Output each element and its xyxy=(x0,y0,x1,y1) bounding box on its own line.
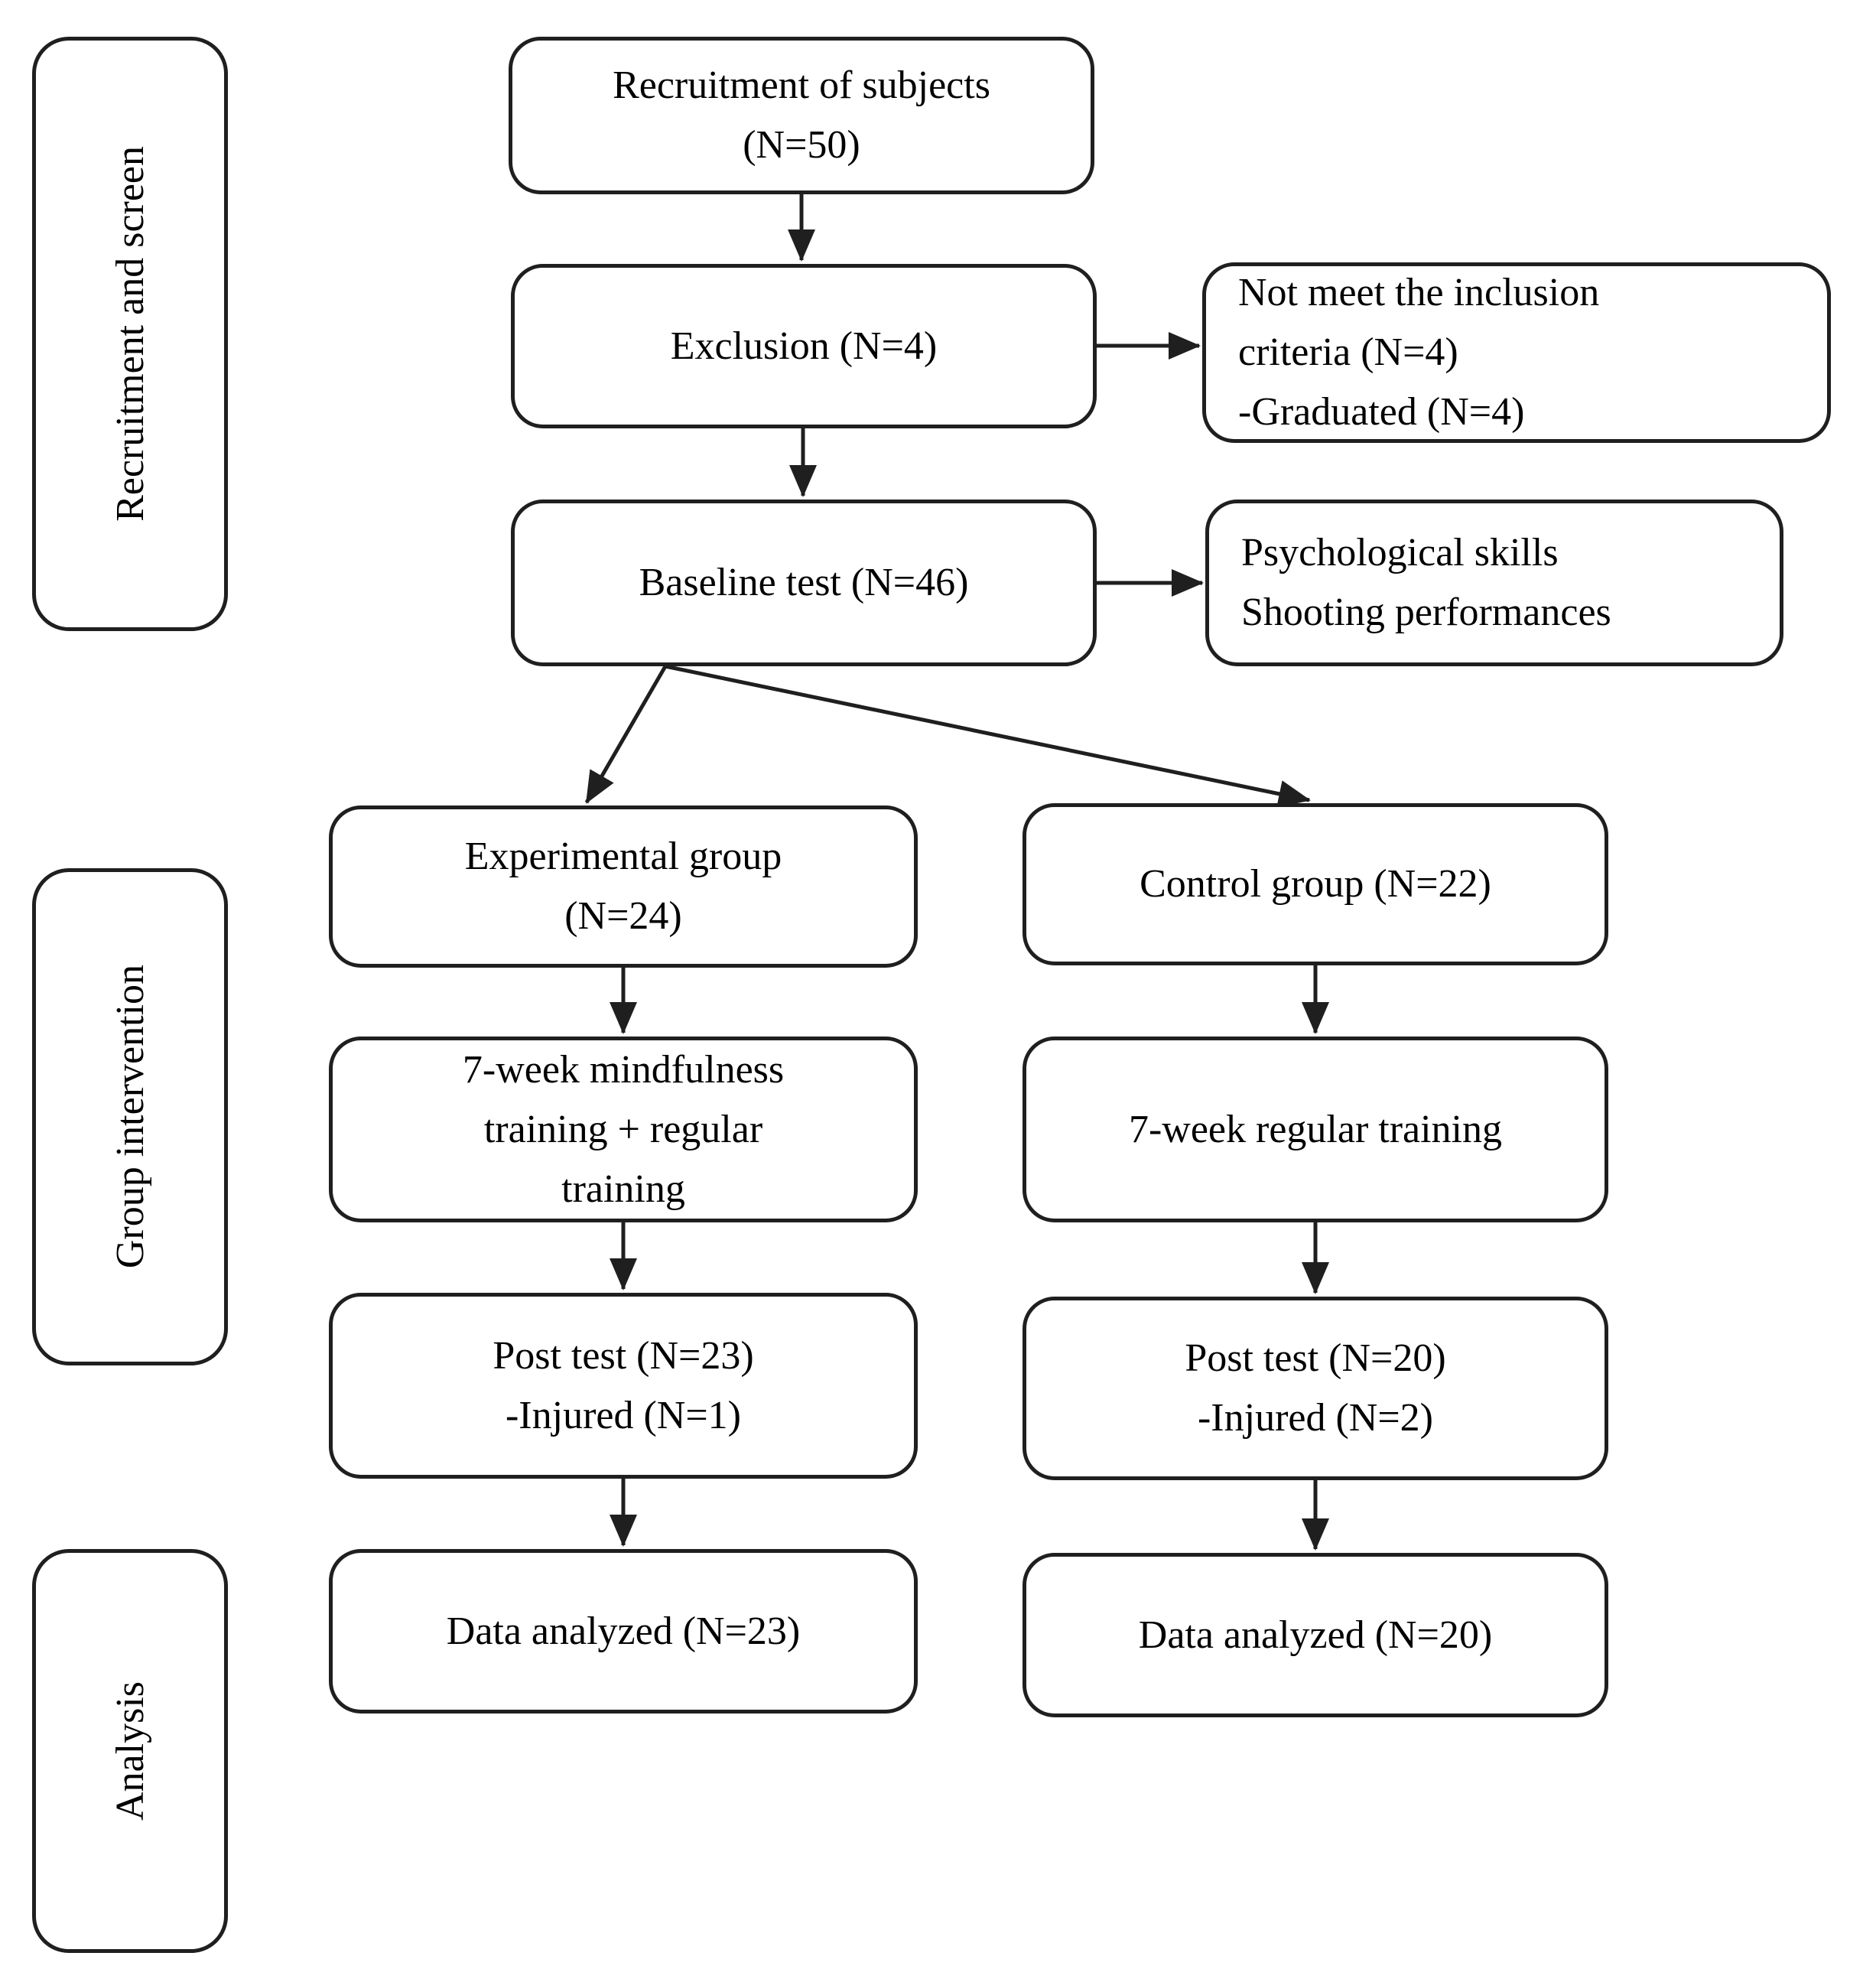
node-recruitment-of-subjects: Recruitment of subjects (N=50) xyxy=(509,37,1094,194)
node-post-test-experimental: Post test (N=23) -Injured (N=1) xyxy=(329,1293,918,1479)
node-data-analyzed-control: Data analyzed (N=20) xyxy=(1023,1553,1608,1717)
node-post-test-control: Post test (N=20) -Injured (N=2) xyxy=(1023,1297,1608,1480)
node-data-analyzed-experimental: Data analyzed (N=23) xyxy=(329,1549,918,1714)
stage-label-text: Recruitment and screen xyxy=(108,146,152,522)
arrow-baseline-to-control xyxy=(665,664,1311,808)
node-baseline-test: Baseline test (N=46) xyxy=(511,500,1097,666)
arrow-baseline-to-experimental xyxy=(584,665,668,804)
node-psychological-skills: Psychological skills Shooting performanc… xyxy=(1205,500,1783,666)
node-regular-training: 7-week regular training xyxy=(1023,1037,1608,1222)
node-mindfulness-training: 7-week mindfulness training + regular tr… xyxy=(329,1037,918,1222)
stage-label-recruitment-and-screen: Recruitment and screen xyxy=(32,37,228,631)
node-control-group: Control group (N=22) xyxy=(1023,803,1608,965)
stage-label-analysis: Analysis xyxy=(32,1549,228,1953)
node-exclusion: Exclusion (N=4) xyxy=(511,264,1097,428)
stage-label-group-intervention: Group intervention xyxy=(32,868,228,1365)
node-not-meet-inclusion-criteria: Not meet the inclusion criteria (N=4) -G… xyxy=(1202,262,1831,443)
stage-label-text: Group intervention xyxy=(108,965,152,1269)
stage-label-text: Analysis xyxy=(108,1681,152,1821)
node-experimental-group: Experimental group (N=24) xyxy=(329,806,918,968)
